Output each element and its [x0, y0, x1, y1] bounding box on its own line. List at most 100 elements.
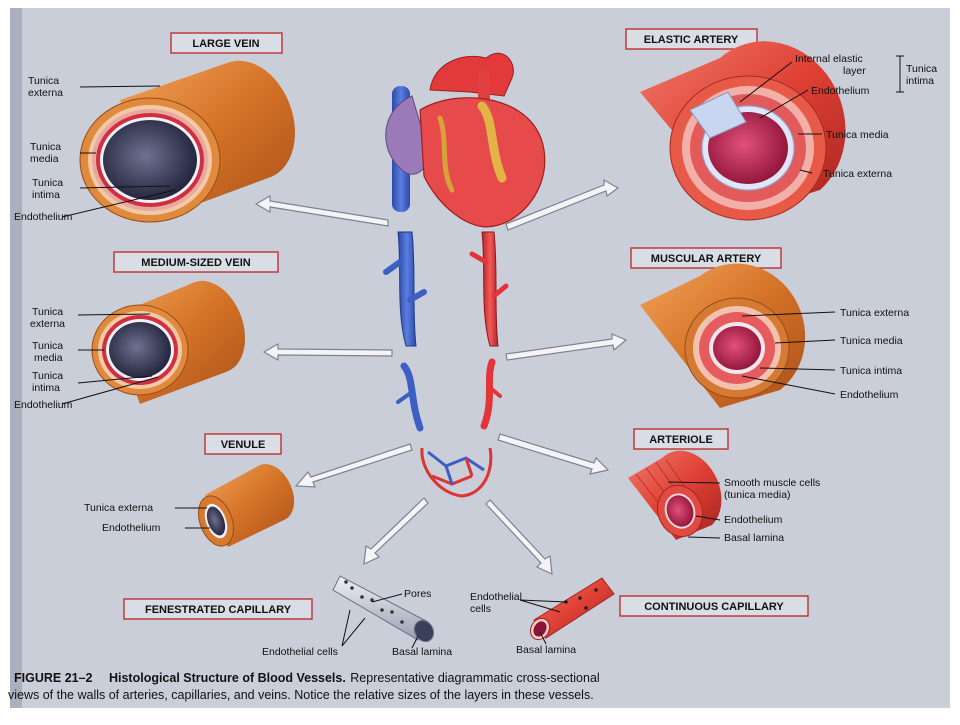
continuous-leaders [519, 599, 567, 645]
muscular-artery-title-box [630, 247, 782, 269]
elastic-artery-endothelium-label: Endothelium [811, 85, 870, 97]
arrow-to-elastic-artery [505, 178, 620, 231]
flow-arrows [254, 178, 628, 575]
artery-branch [478, 70, 490, 106]
medium-vein-media-label-2: media [34, 352, 63, 364]
elastic-artery-intima-label-1: Tunica [906, 63, 937, 75]
fenestrated-title-box [123, 598, 313, 620]
elastic-artery-externa-label: Tunica externa [823, 168, 892, 180]
elastic-artery-group: ELASTIC ARTERY Internal elastic layer En… [625, 28, 937, 221]
ventricles [419, 97, 546, 228]
elastic-artery-intima-label-2: intima [906, 75, 934, 87]
arteriole-title: ARTERIOLE [649, 434, 713, 446]
caption-line-1: FIGURE 21–2 Histological Structure of Bl… [14, 669, 600, 686]
aortic-arch [429, 52, 514, 97]
heart-illustration [385, 52, 546, 228]
venule-group: VENULE Tunica externa Endothelium [84, 433, 295, 547]
arteriole-basal-label: Basal lamina [724, 532, 784, 544]
muscular-artery-media-label: Tunica media [840, 335, 903, 347]
large-vein-intima-label-2: intima [32, 189, 60, 201]
large-vein-media-label-1: Tunica [30, 141, 61, 153]
elastic-artery-illustration [640, 41, 846, 221]
central-arteries [469, 231, 509, 430]
arrow-to-large-vein [254, 194, 389, 227]
arteriole-endothelium-label: Endothelium [724, 514, 783, 526]
medium-vein-externa-label-1: Tunica [32, 306, 63, 318]
fenestrated-capillary-illustration [332, 575, 435, 643]
coronary-fat-2 [437, 115, 455, 193]
venule-illustration [198, 464, 295, 547]
medium-vein-externa-label-2: externa [30, 318, 65, 330]
muscular-artery-group: MUSCULAR ARTERY Tunica externa Tunica me… [630, 247, 909, 408]
large-vein-title-box [170, 32, 283, 54]
medium-vein-media-label-1: Tunica [32, 340, 63, 352]
muscular-artery-endothelium-label: Endothelium [840, 389, 899, 401]
arteriole-smooth-muscle-label-2: (tunica media) [724, 489, 791, 501]
central-veins [383, 231, 427, 432]
arrow-to-continuous [485, 499, 553, 575]
arrow-to-medium-vein [262, 342, 393, 362]
fenestrated-title: FENESTRATED CAPILLARY [145, 604, 292, 616]
muscular-artery-leaders [741, 311, 836, 395]
medium-vein-leaders [61, 313, 159, 405]
large-vein-group: LARGE VEIN Tunica externa Tunica media T… [14, 32, 296, 223]
large-vein-media-label-2: media [30, 153, 59, 165]
arteriole-title-box [633, 428, 729, 450]
continuous-capillary-illustration [529, 577, 615, 641]
arteriole-smooth-muscle-label-1: Smooth muscle cells [724, 477, 820, 489]
large-vein-intima-label-1: Tunica [32, 177, 63, 189]
elastic-artery-title-box [625, 28, 758, 50]
arrow-to-venule [294, 443, 413, 488]
arteriole-leaders [667, 481, 721, 539]
medium-vein-title: MEDIUM-SIZED VEIN [141, 257, 250, 269]
large-vein-externa-label-2: externa [28, 87, 63, 99]
caption-title: Histological Structure of Blood Vessels. [109, 671, 346, 685]
arrow-to-fenestrated [363, 497, 429, 565]
continuous-title: CONTINUOUS CAPILLARY [644, 601, 784, 613]
venule-externa-label: Tunica externa [84, 502, 153, 514]
fenestrated-pores-label: Pores [404, 588, 431, 600]
caption-line-2: views of the walls of arteries, capillar… [8, 688, 594, 702]
venule-endothelium-label: Endothelium [102, 522, 161, 534]
muscular-artery-externa-label: Tunica externa [840, 307, 909, 319]
large-vein-externa-label-1: Tunica [28, 75, 59, 87]
large-vein-title: LARGE VEIN [192, 38, 259, 50]
continuous-basal-label: Basal lamina [516, 644, 576, 656]
arteriole-illustration [628, 450, 722, 540]
medium-vein-endothelium-label: Endothelium [14, 399, 73, 411]
continuous-endothelial-label-1: Endothelial [470, 591, 522, 603]
venule-title: VENULE [221, 439, 266, 451]
fenestrated-capillary-group: FENESTRATED CAPILLARY Pores Endothelial … [123, 575, 452, 658]
muscular-artery-title: MUSCULAR ARTERY [651, 253, 762, 265]
fenestrated-leaders [341, 593, 419, 649]
elastic-artery-internal-elastic-label-1: Internal elastic [795, 53, 863, 65]
elastic-artery-internal-elastic-label-2: layer [843, 65, 866, 77]
elastic-artery-title: ELASTIC ARTERY [644, 34, 739, 46]
arteriole-group: ARTERIOLE Smooth muscle cells (tunica me… [628, 428, 820, 544]
elastic-artery-media-label: Tunica media [826, 129, 889, 141]
fenestrated-endothelial-label: Endothelial cells [262, 646, 338, 658]
fenestrated-basal-label: Basal lamina [392, 646, 452, 658]
large-vein-leaders [61, 85, 176, 218]
continuous-endothelial-label-2: cells [470, 603, 491, 615]
capillary-network [420, 447, 493, 498]
medium-vein-title-box [113, 251, 279, 273]
caption-line1-rest: Representative diagrammatic cross-sectio… [350, 671, 599, 685]
elastic-artery-leaders [739, 55, 904, 174]
medium-vein-illustration [91, 280, 246, 404]
medium-vein-group: MEDIUM-SIZED VEIN Tunica externa Tunica … [14, 251, 279, 411]
medium-vein-intima-label-1: Tunica [32, 370, 63, 382]
muscular-artery-illustration [640, 263, 806, 408]
arrow-to-muscular-artery [505, 333, 628, 361]
venule-title-box [204, 433, 282, 455]
continuous-title-box [619, 595, 809, 617]
muscular-artery-intima-label: Tunica intima [840, 365, 902, 377]
large-vein-endothelium-label: Endothelium [14, 211, 73, 223]
medium-vein-intima-label-2: intima [32, 382, 60, 394]
figure-caption: FIGURE 21–2 Histological Structure of Bl… [8, 669, 600, 702]
coronary-fat [477, 101, 507, 183]
caption-figure-label: FIGURE 21–2 [14, 671, 93, 685]
continuous-capillary-group: CONTINUOUS CAPILLARY Endothelial cells B… [470, 577, 809, 656]
